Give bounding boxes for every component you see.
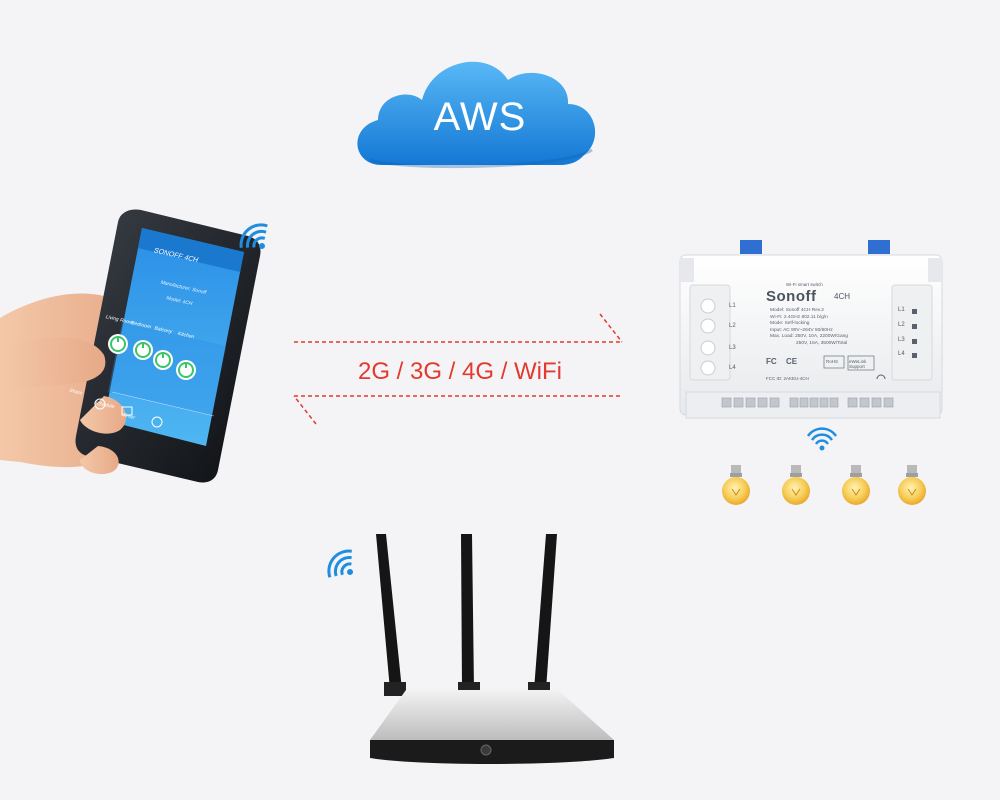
relay-spec-line: Max. Load: 250V, 10A, 2200W/Gang xyxy=(770,334,848,340)
relay-fcc-logo: FC xyxy=(766,357,777,366)
relay-left-channel-label: L2 xyxy=(729,323,736,329)
relay-fcc-id: FCC ID: 2AKEU-4CH xyxy=(766,376,809,381)
relay-right-channel-label: L4 xyxy=(898,351,905,357)
relay-left-channel-label: L3 xyxy=(729,345,736,351)
router-wifi-signal-icon xyxy=(327,549,353,578)
relay-spec-line: Model: Sonoff 4CH Rev.2 xyxy=(770,308,824,313)
phone-wifi-signal-icon xyxy=(239,223,268,249)
relay-left-channel-label: L1 xyxy=(729,303,736,309)
phone-share-label: Share xyxy=(67,387,84,397)
relay-spec-block: Model: Sonoff 4CH Rev.2 Wi-Fi: 2.4GHz 80… xyxy=(770,308,848,348)
relay-model-tag: 4CH xyxy=(834,292,851,301)
relay-spec-line: Input: AC 90V~264V 50/60Hz xyxy=(770,327,833,333)
relay-rohs-logo: RoHS xyxy=(826,359,839,364)
relay-right-channel-label: L2 xyxy=(898,322,905,328)
phone-share-icon xyxy=(94,398,106,410)
light-bulb-icon-1 xyxy=(722,465,750,505)
aws-cloud-label: AWS xyxy=(433,95,527,139)
phone-channel-label: Kitchen xyxy=(176,330,196,341)
light-bulb-icon-2 xyxy=(782,465,810,505)
relay-spec-line: Mode: Self-locking xyxy=(770,321,810,327)
relay-right-channel-label: L1 xyxy=(898,307,905,313)
phone-channel-label: Bedroom xyxy=(129,320,153,331)
wifi-router xyxy=(370,534,614,764)
phone-app-title: SONOFF 4CH xyxy=(152,247,200,265)
relay-right-channel-label: L3 xyxy=(898,337,905,343)
relay-ewelink-badge: eWeLink Support xyxy=(849,359,867,369)
relay-left-channel-label: L4 xyxy=(729,365,736,371)
light-bulb-icon-3 xyxy=(842,465,870,505)
sonoff-relay-device xyxy=(679,240,943,419)
network-types-label: 2G / 3G / 4G / WiFi xyxy=(357,358,563,385)
network-arrow-to-phone xyxy=(293,395,620,425)
relay-brand: Sonoff xyxy=(766,288,817,305)
phone-timer-icon xyxy=(151,416,163,428)
phone-schedule-label: Schedule xyxy=(92,399,116,411)
thumb-illustration xyxy=(0,337,127,475)
phone-schedule-icon xyxy=(121,406,133,416)
phone-power-buttons xyxy=(108,334,196,380)
relay-wifi-signal-icon xyxy=(806,427,838,451)
phone-info-line: Model: 4CH xyxy=(165,295,194,307)
smartphone xyxy=(75,209,261,483)
light-bulb-icon-4 xyxy=(898,465,926,505)
relay-ce-logo: CE xyxy=(786,357,798,366)
relay-spec-line: 250V, 16A, 3500W/Total xyxy=(796,340,848,346)
phone-timer-label: Timer xyxy=(121,412,137,421)
phone-info-line: Manufacturer: Sonoff xyxy=(159,279,208,296)
network-arrow-to-relay xyxy=(294,313,623,343)
relay-spec-line: Wi-Fi: 2.4GHz 802.11 b/g/n xyxy=(770,314,828,320)
phone-channel-label: Balcony xyxy=(153,325,174,336)
aws-cloud-icon xyxy=(357,61,596,169)
relay-subtitle: Wi-Fi smart switch xyxy=(786,282,823,287)
